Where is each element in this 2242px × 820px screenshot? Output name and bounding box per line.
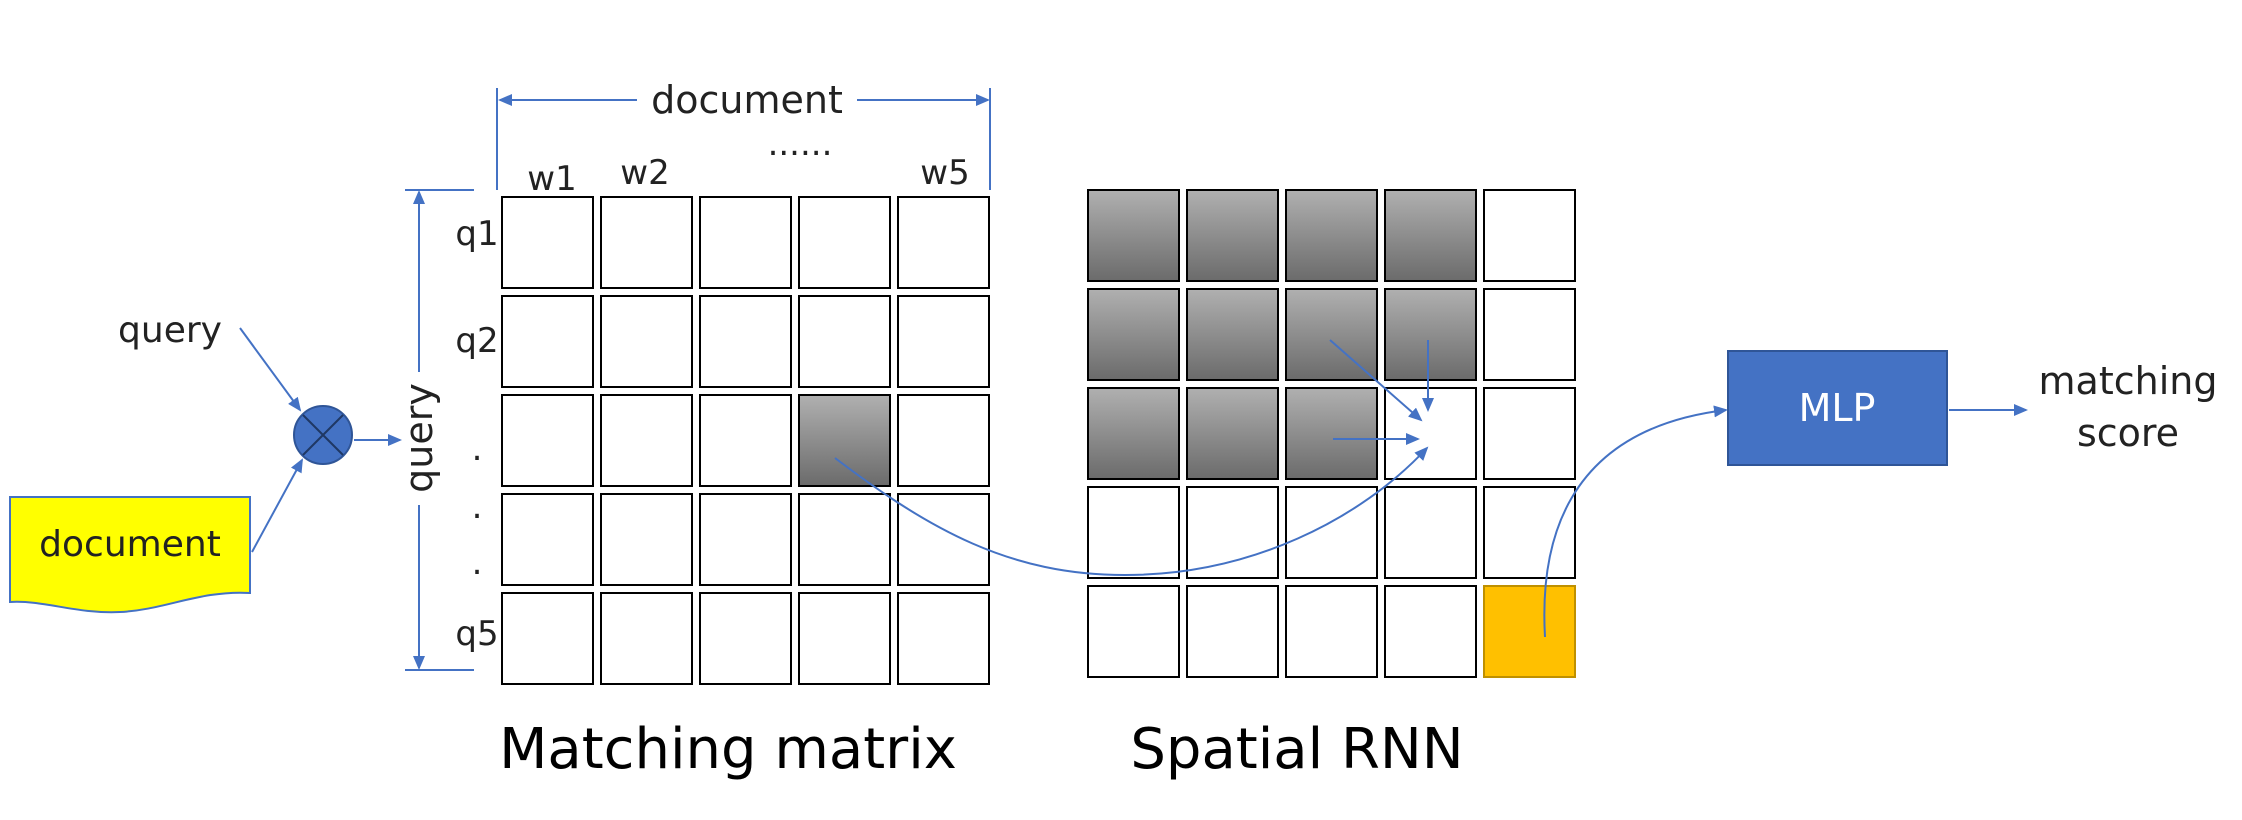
matrix-cell [897,295,990,388]
document-to-combine-arrow [251,458,303,553]
matrix-row-label: q5 [455,614,498,654]
rnn-cell-processed [1186,387,1279,480]
matrix-cell [699,493,792,586]
matching-score-label-line1: matching [2039,359,2218,403]
matrix-column-label: ...... [768,124,833,164]
rnn-cell-processed [1087,387,1180,480]
matrix-cell [699,196,792,289]
matrix-cell [600,295,693,388]
matrix-row-label: . [472,429,483,469]
matrix-cell [501,394,594,487]
rnn-to-mlp-curve-arrow [1543,405,1728,638]
matching-score-label-line2: score [2077,411,2179,455]
matrix-column-label: w5 [920,153,969,193]
matching-matrix-grid [501,196,990,685]
rnn-cell [1285,585,1378,678]
matrix-column-labels: w1 w2...... w5 [527,124,969,199]
matrix-cell [897,493,990,586]
matrix-cell [897,196,990,289]
rnn-cell-processed [1285,288,1378,381]
rnn-cell-processed [1285,189,1378,282]
matrix-cell-highlighted [798,394,891,487]
matrix-row-labels: q1 q2... q5 [455,214,498,654]
matrix-cell [897,394,990,487]
matrix-cell [600,493,693,586]
matrix-cell [798,295,891,388]
rnn-cell [1384,585,1477,678]
matrix-column-label: w2 [620,153,669,193]
matrix-cell [501,295,594,388]
matrix-cell [699,295,792,388]
rnn-output-cell [1483,585,1576,678]
rnn-cell [1483,387,1576,480]
spatial-rnn-caption: Spatial RNN [1130,717,1463,782]
spatial-rnn-grid [1087,189,1576,678]
query-axis-label: query [397,383,441,493]
rnn-cell [1384,486,1477,579]
matrix-to-rnn-curve-arrow [834,446,1429,577]
matrix-cell [798,196,891,289]
mlp-box [1727,350,1948,466]
rnn-cell [1087,486,1180,579]
rnn-cell-processed [1285,387,1378,480]
query-to-combine-arrow [239,327,302,412]
matrix-cell [600,196,693,289]
document-axis-label: document [651,78,843,122]
rnn-cell [1483,288,1576,381]
matrix-row-label: . [472,543,483,583]
matching-matrix-caption: Matching matrix [499,717,957,782]
matrix-cell [501,196,594,289]
rnn-cell [1087,585,1180,678]
matrix-cell [699,592,792,685]
document-input-shape [9,496,251,614]
matrix-cell [600,394,693,487]
rnn-cell-processed [1087,288,1180,381]
matrix-cell [798,592,891,685]
combine-node-icon [293,405,353,465]
matrix-column-label: w1 [527,159,576,199]
query-input-label: query [118,310,222,351]
matrix-cell [699,394,792,487]
rnn-cell [1285,486,1378,579]
matrix-cell [798,493,891,586]
document-input-label: document [39,524,221,565]
mlp-label: MLP [1799,386,1876,430]
rnn-cell-processed [1186,189,1279,282]
matrix-cell [897,592,990,685]
matrix-cell [501,493,594,586]
rnn-cell-processed [1384,189,1477,282]
rnn-cell [1483,189,1576,282]
rnn-cell [1186,585,1279,678]
matrix-cell [501,592,594,685]
rnn-diagonal-arrow [1329,339,1423,422]
rnn-cell-processed [1087,189,1180,282]
matrix-row-label: . [472,487,483,527]
matrix-row-label: q1 [455,214,498,254]
rnn-cell-processed [1384,288,1477,381]
matrix-row-label: q2 [455,321,498,361]
rnn-cell-processed [1186,288,1279,381]
rnn-cell [1186,486,1279,579]
matrix-cell [600,592,693,685]
rnn-cell [1483,486,1576,579]
